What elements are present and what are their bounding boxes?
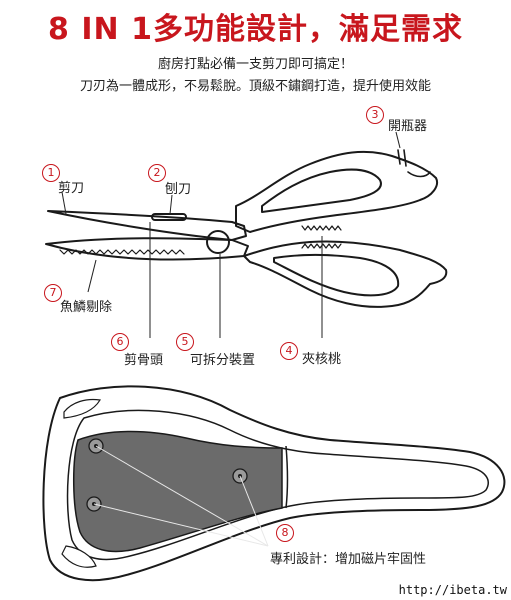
callout-number-7: 7 bbox=[44, 284, 62, 302]
nutcracker-teeth-upper bbox=[301, 225, 342, 231]
subtitle-line-2: 刀刃為一體成形，不易鬆脫。頂級不鏽鋼打造，提升使用效能 bbox=[79, 79, 431, 94]
callout-label-7: 魚鱗剔除 bbox=[60, 300, 113, 315]
callout-label-2: 刨刀 bbox=[165, 182, 192, 197]
case-fold-line bbox=[285, 445, 289, 509]
callout-number-4: 4 bbox=[280, 342, 298, 360]
callout-label-5: 可拆分裝置 bbox=[190, 353, 256, 368]
lower-handle-grip bbox=[273, 254, 400, 297]
leader-1 bbox=[61, 191, 67, 215]
callout-label-8: 專利設計：增加磁片牢固性 bbox=[270, 552, 427, 567]
page-title: 8 IN 1多功能設計，滿足需求 bbox=[48, 12, 463, 47]
subtitle-line-1: 廚房打點必備一支剪刀即可搞定！ bbox=[157, 57, 353, 72]
peeler-slot bbox=[151, 213, 187, 221]
leader-2 bbox=[169, 194, 173, 215]
bottle-opener bbox=[397, 149, 431, 178]
case-magnet-panel bbox=[73, 430, 283, 553]
pivot-screw bbox=[206, 230, 230, 254]
callout-number-6: 6 bbox=[111, 333, 129, 351]
case-inner-outline bbox=[66, 409, 489, 561]
callout-number-1: 1 bbox=[42, 164, 60, 182]
leader-7 bbox=[87, 259, 97, 293]
upper-handle bbox=[235, 150, 438, 233]
lower-handle bbox=[243, 240, 448, 308]
upper-handle-grip bbox=[261, 168, 382, 213]
callout-number-3: 3 bbox=[366, 106, 384, 124]
upper-blade bbox=[47, 210, 247, 241]
callout-number-8: 8 bbox=[276, 524, 294, 542]
callout-label-3: 開瓶器 bbox=[388, 119, 428, 134]
leader-3 bbox=[395, 131, 401, 149]
callout-number-2: 2 bbox=[148, 164, 166, 182]
storage-case bbox=[42, 385, 506, 582]
serration bbox=[59, 249, 185, 255]
lower-blade bbox=[45, 237, 249, 261]
callout-label-4: 夾核桃 bbox=[302, 352, 342, 367]
callout-label-1: 剪刀 bbox=[58, 181, 85, 196]
watermark-url: http://ibeta.tw bbox=[398, 583, 507, 597]
callout-number-5: 5 bbox=[176, 333, 194, 351]
callout-label-6: 剪骨頭 bbox=[124, 353, 164, 368]
